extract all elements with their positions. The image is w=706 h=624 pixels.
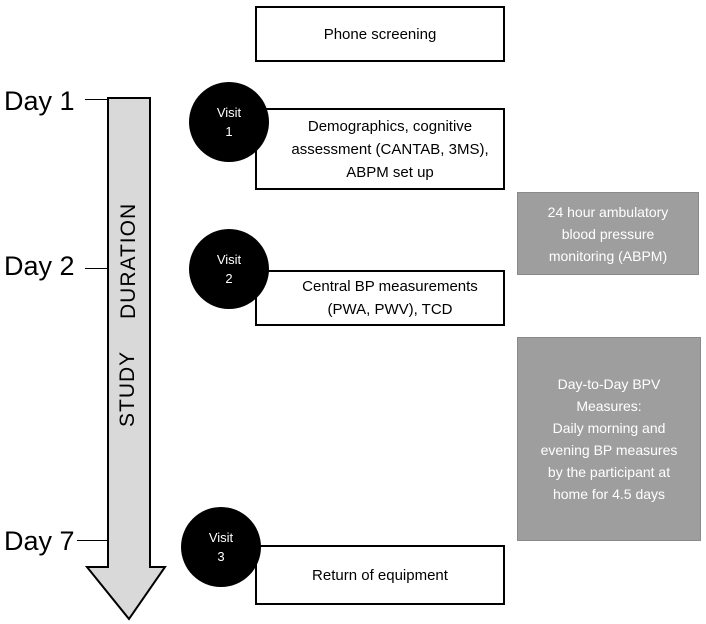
arrow-label-study: STUDY xyxy=(116,350,139,427)
phone-screening-text: Phone screening xyxy=(323,25,437,43)
visit-3-box: Return of equipment xyxy=(255,545,505,605)
phone-screening-box: Phone screening xyxy=(255,6,505,62)
abpm-line-3: monitoring (ABPM) xyxy=(548,247,668,264)
visit-2-box: Central BP measurements (PWA, PWV), TCD xyxy=(255,270,505,326)
visit-3-text: Return of equipment xyxy=(312,566,448,584)
day-1-label: Day 1 xyxy=(4,86,75,116)
visit-1-line-1: Demographics, cognitive xyxy=(307,117,473,135)
visit-2-line-2: (PWA, PWV), TCD xyxy=(327,301,453,318)
visit-1-line-3: ABPM set up xyxy=(346,163,434,181)
visit-2-circle: Visit 2 xyxy=(189,229,269,309)
visit-1-number: 1 xyxy=(225,124,233,139)
visit-2-number: 2 xyxy=(225,271,233,286)
bpv-line-6: home for 4.5 days xyxy=(552,486,666,502)
bpv-info-box: Day-to-Day BPV Measures: Daily morning a… xyxy=(517,337,701,541)
visit-2-word: Visit xyxy=(216,252,242,267)
day-7-label: Day 7 xyxy=(4,526,75,556)
bpv-line-1: Day-to-Day BPV xyxy=(557,376,661,392)
visit-3-word: Visit xyxy=(208,530,234,545)
bpv-line-5: by the participant at xyxy=(547,464,671,480)
visit-1-line-2: assessment (CANTAB, 3MS), xyxy=(291,140,489,158)
visit-3-circle: Visit 3 xyxy=(181,507,261,587)
visit-1-circle: Visit 1 xyxy=(189,82,269,162)
visit-1-word: Visit xyxy=(216,105,242,120)
day-7-tick xyxy=(77,540,108,541)
bpv-line-3: Daily morning and xyxy=(552,420,666,436)
bpv-line-2: Measures: xyxy=(576,398,642,414)
visit-1-box: Demographics, cognitive assessment (CANT… xyxy=(255,108,505,190)
day-1-tick xyxy=(85,99,108,100)
visit-3-number: 3 xyxy=(217,549,225,564)
visit-2-line-1: Central BP measurements xyxy=(302,278,478,295)
day-2-label: Day 2 xyxy=(4,251,75,281)
arrow-label-duration: DURATION xyxy=(117,202,140,319)
abpm-line-2: blood pressure xyxy=(561,225,655,242)
bpv-line-4: evening BP measures xyxy=(540,442,678,458)
abpm-line-1: 24 hour ambulatory xyxy=(547,203,669,220)
abpm-info-box: 24 hour ambulatory blood pressure monito… xyxy=(517,192,699,275)
day-2-tick xyxy=(85,268,108,269)
